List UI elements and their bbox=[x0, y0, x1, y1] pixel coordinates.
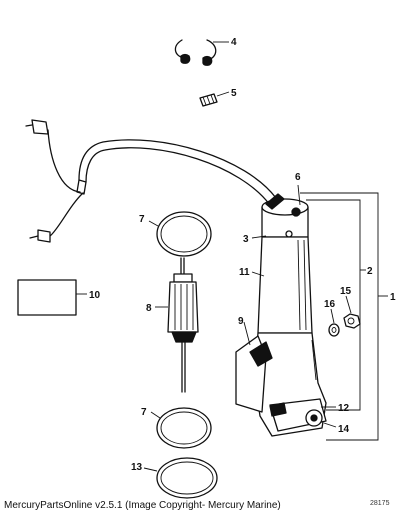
callout-6: 6 bbox=[295, 172, 301, 183]
o-ring-lower bbox=[156, 407, 212, 449]
wiring-harness bbox=[25, 119, 277, 243]
copyright-footer: MercuryPartsOnline v2.5.1 (Image Copyrig… bbox=[4, 500, 281, 511]
o-ring-13 bbox=[156, 457, 218, 499]
callout-7-upper: 7 bbox=[139, 214, 145, 225]
callout-2: 2 bbox=[367, 266, 373, 277]
leader-5 bbox=[216, 91, 230, 97]
washer-16 bbox=[328, 323, 340, 337]
wire-clip-left bbox=[174, 39, 191, 64]
callout-3: 3 bbox=[243, 234, 249, 245]
motor-base bbox=[235, 332, 327, 437]
armature bbox=[167, 257, 199, 393]
screw-15 bbox=[343, 313, 361, 329]
callout-7-lower: 7 bbox=[141, 407, 147, 418]
leader-16 bbox=[330, 308, 335, 324]
callout-12: 12 bbox=[338, 403, 350, 414]
leader-3 bbox=[251, 235, 267, 239]
set-screw bbox=[199, 93, 218, 107]
drawing-number: 28175 bbox=[370, 500, 390, 507]
callout-9: 9 bbox=[238, 316, 244, 327]
callout-5: 5 bbox=[231, 88, 237, 99]
callout-15: 15 bbox=[340, 286, 352, 297]
callout-11: 11 bbox=[239, 267, 250, 278]
leader-14 bbox=[323, 422, 337, 428]
leader-13 bbox=[143, 467, 158, 472]
callout-4: 4 bbox=[231, 37, 237, 48]
callout-16: 16 bbox=[324, 299, 336, 310]
assembly-bracket-2 bbox=[306, 199, 366, 411]
callout-1: 1 bbox=[390, 292, 396, 303]
leader-9 bbox=[243, 321, 251, 346]
assembly-bracket-1 bbox=[300, 192, 388, 441]
decal-10 bbox=[17, 279, 77, 316]
leader-7a bbox=[148, 220, 159, 227]
leader-15 bbox=[345, 295, 352, 314]
callout-10: 10 bbox=[89, 290, 101, 301]
callout-13: 13 bbox=[131, 462, 143, 473]
o-ring-upper bbox=[156, 211, 212, 257]
callout-14: 14 bbox=[338, 424, 350, 435]
leader-7b bbox=[150, 411, 161, 419]
motor-housing bbox=[257, 236, 313, 334]
leader-6 bbox=[297, 184, 301, 206]
wire-clip-right bbox=[202, 39, 217, 66]
leader-11 bbox=[251, 271, 265, 277]
callout-8: 8 bbox=[146, 303, 152, 314]
end-cap bbox=[261, 193, 309, 238]
